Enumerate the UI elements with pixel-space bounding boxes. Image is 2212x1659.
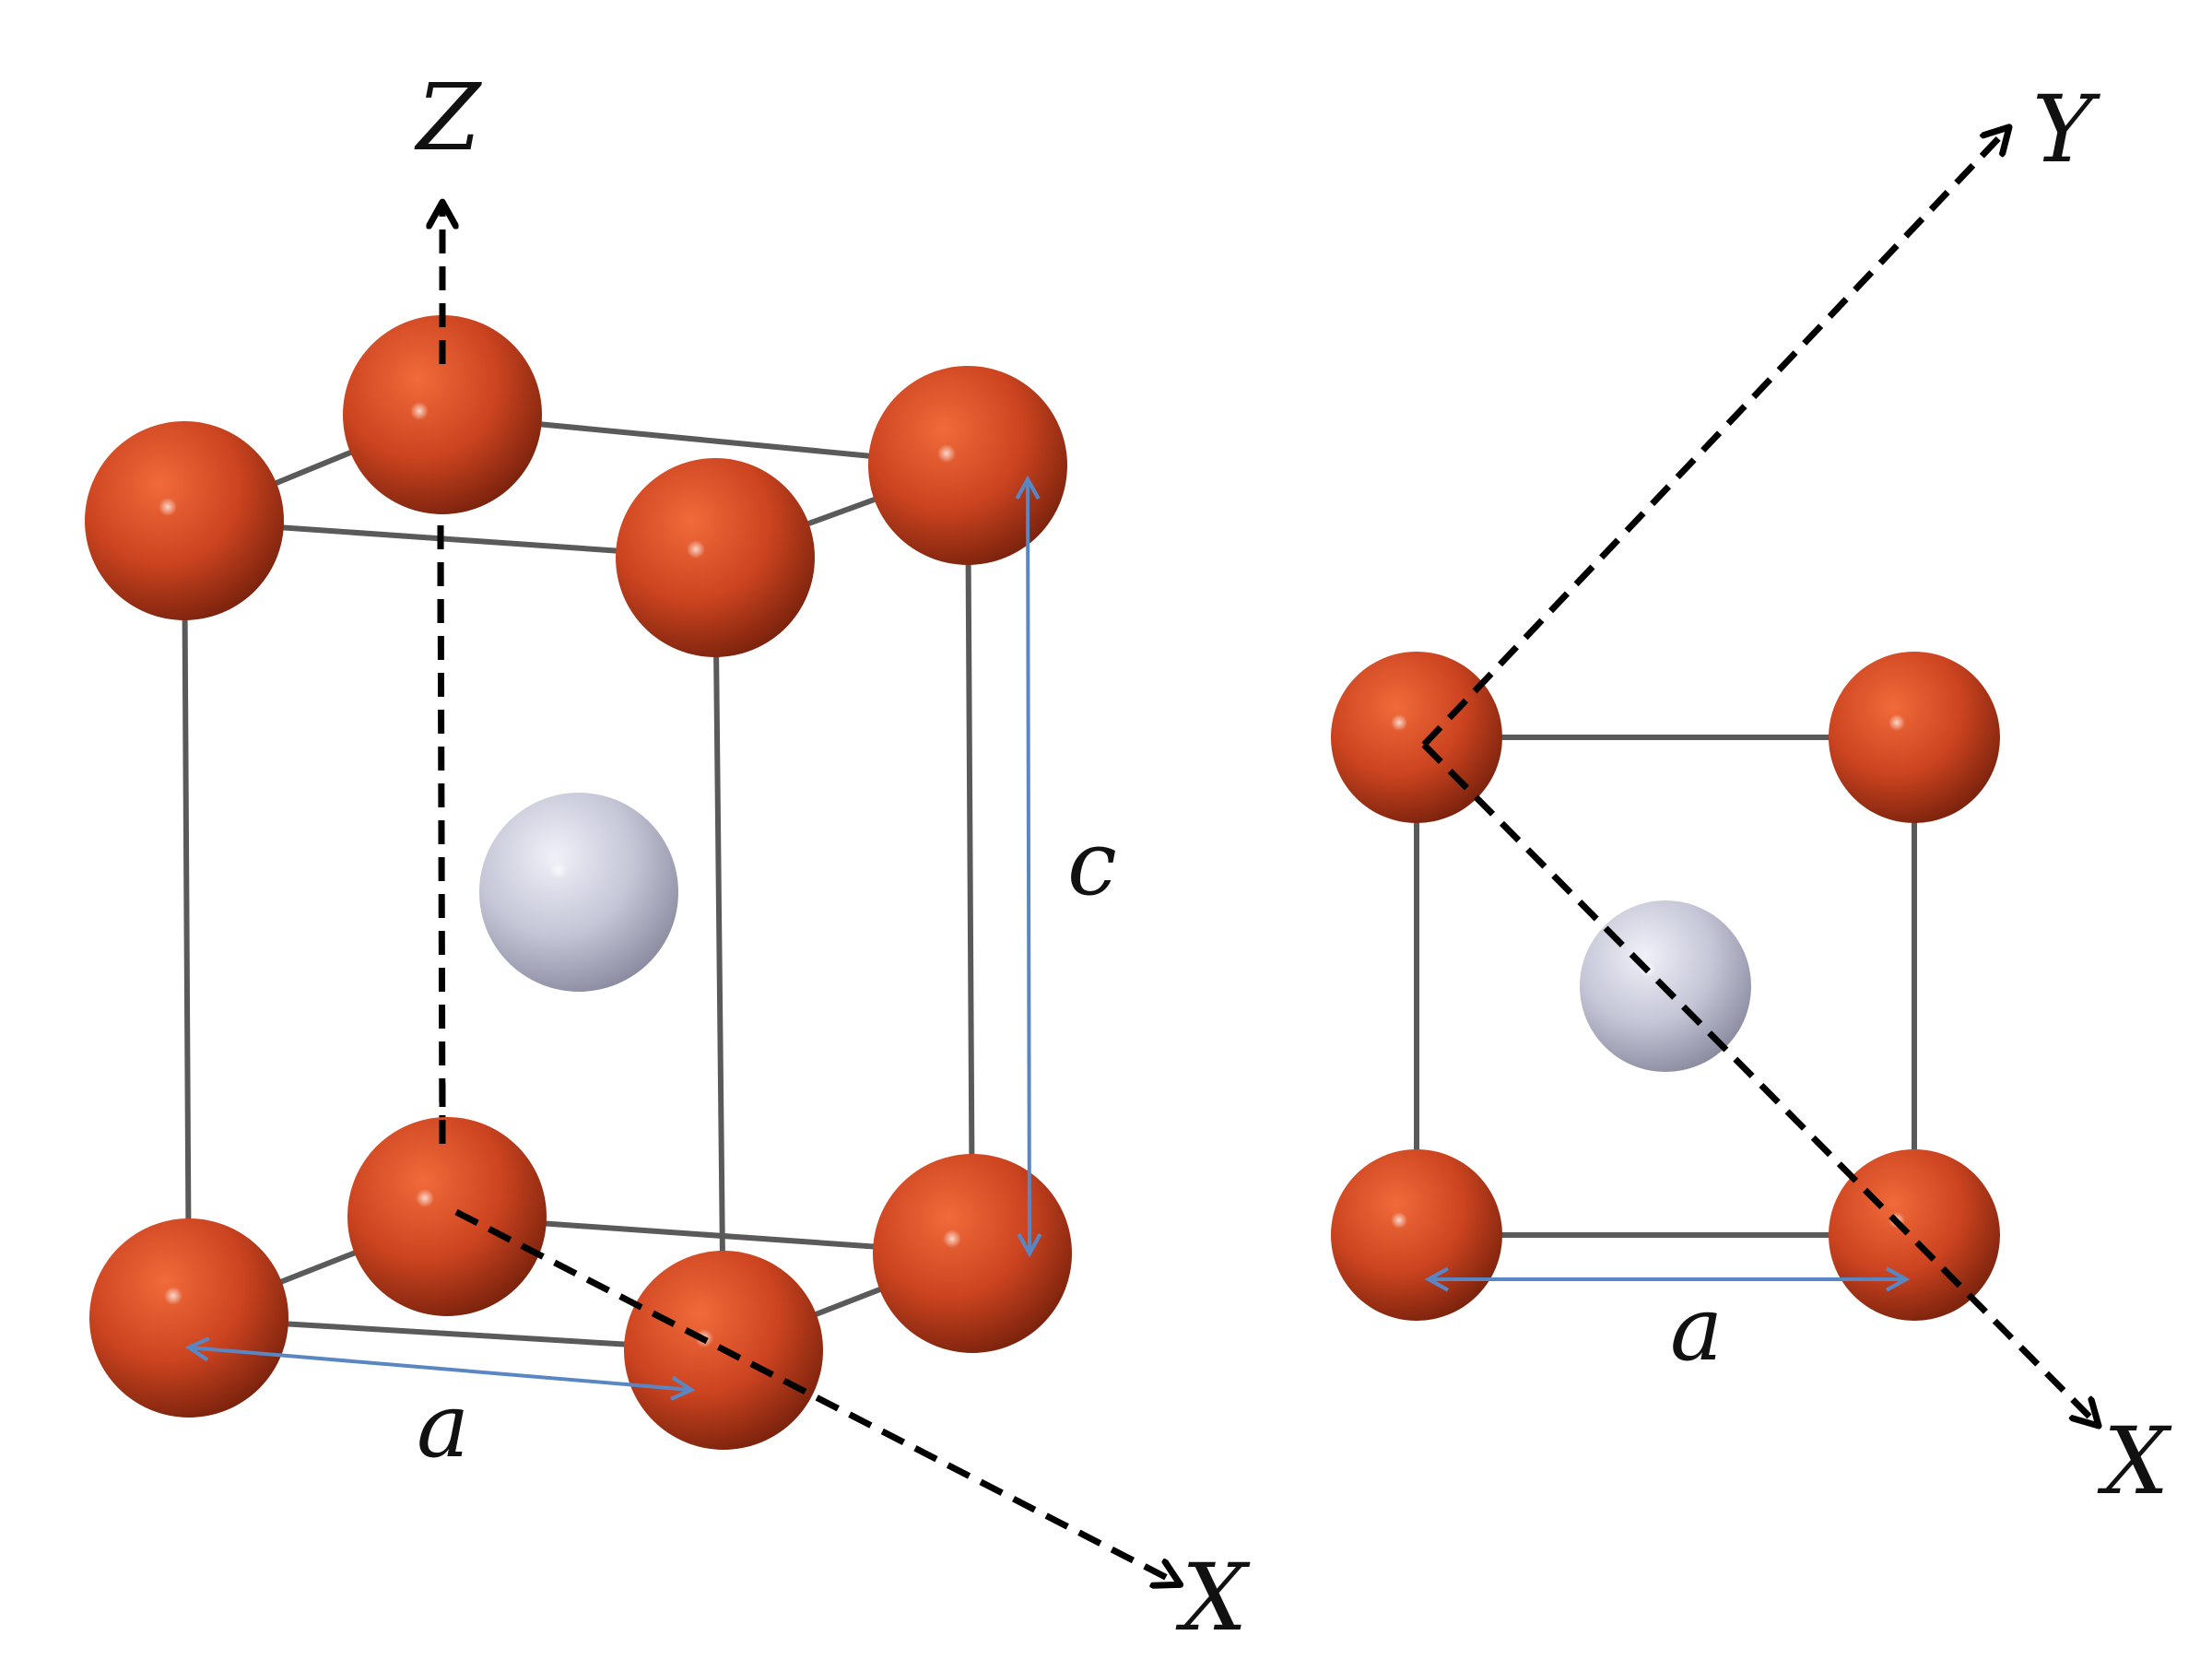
y-axis-label: Y [2032, 76, 2100, 183]
corner-atom-bl [1331, 1149, 1502, 1321]
left-view-3d-cell: Z X a c [85, 64, 1251, 1652]
dimension-a-left [184, 1336, 696, 1401]
corner-atom-bottom-back [347, 1117, 547, 1316]
dimension-label-a-right: a [1670, 1277, 1723, 1381]
x-axis-label-right: X [2097, 1407, 2172, 1515]
corner-atom-top-right [868, 366, 1067, 565]
center-atom [479, 793, 678, 992]
dimension-label-a-left: a [417, 1374, 469, 1477]
right-view-top-cell: Y X a [1331, 76, 2172, 1515]
y-axis-arrow [1421, 129, 2007, 747]
corner-atom-tr [1829, 652, 2000, 823]
corner-atom-bottom-right [873, 1154, 1072, 1353]
x-axis-label-left: X [1175, 1544, 1251, 1652]
z-axis-inner-line [437, 524, 446, 1148]
z-axis-label: Z [414, 64, 482, 171]
edge-vertical-right [965, 465, 975, 1254]
center-atom-highlight [549, 861, 568, 879]
corner-atom-top-left [85, 421, 284, 620]
dimension-c-left [1015, 475, 1042, 1258]
dimension-label-c: c [1067, 812, 1117, 915]
x-axis-arrow-left [454, 1208, 1178, 1583]
atom-highlights [159, 402, 961, 1347]
edge-vertical-left [182, 520, 192, 1319]
corner-atom-bottom-left [89, 1218, 288, 1418]
corner-atom-top-back [343, 315, 542, 514]
edge-vertical-front [712, 557, 726, 1351]
corner-atom-top-front [616, 458, 815, 657]
x-axis-arrow-right [1421, 742, 2097, 1424]
